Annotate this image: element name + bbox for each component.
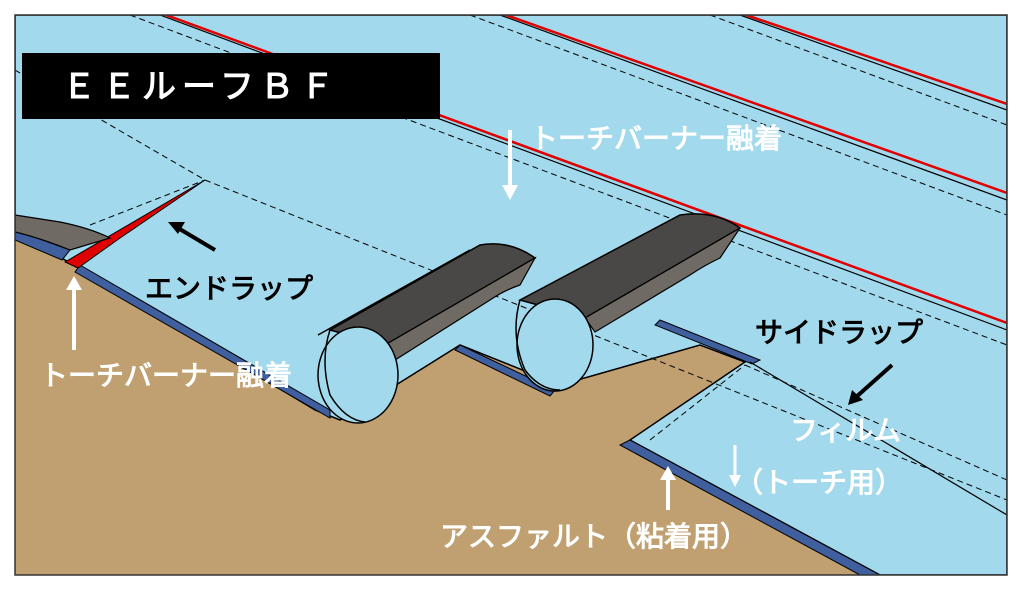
membrane-edge-mid3 — [654, 319, 762, 365]
membrane-edge-lower — [618, 439, 881, 575]
title-box — [22, 53, 440, 119]
title-text: ＥＥルーフＢＦ — [62, 67, 340, 107]
label-side-lap: サイドラップ — [755, 316, 924, 349]
arrows — [66, 130, 894, 510]
label-torch-fusion-top: トーチバーナー融着 — [530, 122, 782, 155]
membrane-edge-mid2 — [454, 344, 556, 397]
membrane-sheet — [15, 15, 1007, 575]
membrane-roll-2 — [515, 213, 742, 392]
label-torch-fusion-left: トーチバーナー融着 — [40, 359, 292, 392]
frame-border — [14, 14, 1008, 576]
label-film-torch: （トーチ用） — [735, 466, 903, 499]
end-lap-seam — [63, 179, 206, 269]
membrane-edge-mid — [74, 264, 331, 419]
peeled-corner — [15, 214, 112, 251]
arrow-side-lap — [853, 363, 894, 400]
membrane-roll-1 — [317, 243, 537, 424]
label-film: フィルム — [790, 414, 901, 447]
label-asphalt: アスファルト（粘着用） — [440, 520, 748, 553]
arrow-end-lap — [176, 226, 217, 252]
side-lap-seams — [15, 15, 1007, 516]
label-end-lap: エンドラップ — [145, 272, 314, 305]
